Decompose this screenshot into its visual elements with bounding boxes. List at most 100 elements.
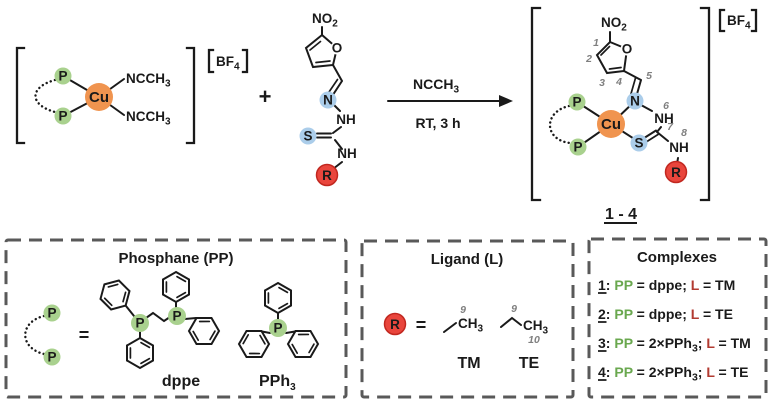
copper-atom-circle bbox=[85, 83, 113, 111]
phenyl-ring bbox=[126, 337, 154, 369]
phosphorus-atom-circle bbox=[131, 314, 149, 332]
phosphorus-atom-circle bbox=[43, 348, 61, 366]
pph3-structure: P PPh3 bbox=[234, 282, 323, 393]
amide-nh-label: NH bbox=[337, 146, 357, 161]
nitro-label: NO2 bbox=[312, 11, 338, 30]
arrow-conditions-label: RT, 3 h bbox=[415, 115, 460, 131]
imine-double-bond bbox=[328, 78, 339, 93]
dppe-label: dppe bbox=[162, 373, 200, 390]
reactant-complex: BF4 Cu P P NCCH3 NCCH3 bbox=[15, 46, 249, 145]
complexes-box-border bbox=[587, 237, 768, 399]
phosphorus-label: P bbox=[573, 140, 582, 155]
furan-double-bonds bbox=[309, 40, 331, 64]
product-complex: BF4 NO2 O Cu P P N NH S NH R 1 2 3 4 5 6… bbox=[530, 6, 758, 224]
atom-number-7: 7 bbox=[667, 121, 674, 133]
reaction-arrow: NCCH3 RT, 3 h bbox=[387, 76, 513, 131]
tm-bond bbox=[443, 322, 457, 333]
phenyl-ring bbox=[234, 323, 274, 365]
copper-atom-circle bbox=[597, 110, 625, 138]
phosphorus-label: P bbox=[58, 109, 67, 124]
tm-carbon-number: 9 bbox=[460, 304, 466, 316]
phosphorus-atom-circle bbox=[54, 67, 72, 85]
phosphorus-label: P bbox=[58, 69, 67, 84]
oxygen-backing bbox=[330, 41, 344, 55]
phosphorus-label: P bbox=[172, 309, 181, 324]
complex-entry-1: 1: PP = dppe; L = TM bbox=[598, 277, 735, 293]
product-bonds bbox=[576, 31, 679, 165]
atom-number-4: 4 bbox=[615, 76, 622, 88]
te-carbon-number-bottom: 10 bbox=[528, 334, 540, 346]
ligand-box: Ligand (L) R = CH3 9 TM CH3 9 10 TE bbox=[360, 239, 575, 399]
arrow-reagent-label: NCCH3 bbox=[413, 76, 459, 96]
te-ethyl-group: CH3 9 10 TE bbox=[500, 303, 549, 372]
copper-label: Cu bbox=[89, 89, 109, 106]
equals-sign: = bbox=[79, 325, 90, 345]
acetonitrile-label: NCCH3 bbox=[126, 71, 171, 90]
tm-label: TM bbox=[457, 355, 480, 372]
arrow-head bbox=[499, 95, 513, 107]
te-carbon-number-top: 9 bbox=[511, 303, 517, 315]
phosphorus-label: P bbox=[273, 321, 282, 336]
phosphorus-atom-circle bbox=[54, 107, 72, 125]
r-group-label: R bbox=[390, 317, 400, 332]
reactant-brackets bbox=[15, 46, 196, 145]
amide-nh-label: NH bbox=[669, 140, 689, 155]
te-methyl-label: CH3 bbox=[523, 318, 549, 337]
atom-number-6: 6 bbox=[663, 100, 669, 112]
product-double-bonds bbox=[600, 45, 659, 145]
complex-number-underlines bbox=[598, 292, 607, 381]
product-brackets bbox=[530, 6, 711, 202]
product-counterion-label: BF4 bbox=[727, 13, 751, 32]
reactant-counterion-brackets bbox=[207, 48, 249, 74]
complexes-box-title: Complexes bbox=[637, 249, 717, 266]
pph3-label: PPh3 bbox=[259, 373, 296, 393]
oxygen-backing bbox=[620, 42, 634, 56]
nitrogen-atom-circle bbox=[626, 92, 644, 110]
phosphorus-atom-circle bbox=[568, 93, 586, 111]
product-chelate-arc bbox=[548, 104, 572, 145]
equals-sign: = bbox=[416, 315, 427, 335]
phenyl-ring bbox=[264, 282, 292, 314]
phosphorus-label: P bbox=[572, 95, 581, 110]
phosphane-box-border bbox=[4, 238, 348, 399]
reactant-counterion-label: BF4 bbox=[216, 54, 240, 73]
phenyl-ring bbox=[283, 323, 323, 365]
sulfur-atom-circle bbox=[299, 127, 317, 145]
pph3-bonds bbox=[261, 312, 296, 334]
r-group-circle bbox=[315, 163, 339, 187]
te-label: TE bbox=[519, 355, 540, 372]
phosphorus-label: P bbox=[47, 306, 56, 321]
ligand-box-title: Ligand (L) bbox=[431, 251, 503, 268]
complex-entry-3: 3: PP = 2×PPh3; L = TM bbox=[598, 335, 751, 355]
copper-label: Cu bbox=[601, 116, 621, 133]
phosphorus-atom-circle bbox=[269, 319, 287, 337]
r-group-circle bbox=[383, 312, 407, 336]
nitrogen-atom-circle bbox=[319, 91, 337, 109]
sulfur-label: S bbox=[303, 129, 312, 144]
thiosemicarbazone-ligand: NO2 O N NH S NH R bbox=[299, 11, 357, 187]
sulfur-label: S bbox=[634, 136, 643, 151]
pp-symbol-arc bbox=[24, 314, 46, 356]
reactant-bonds bbox=[62, 75, 125, 117]
atom-number-3: 3 bbox=[599, 77, 605, 89]
ligand-box-border bbox=[360, 239, 575, 399]
product-range-label: 1 - 4 bbox=[605, 206, 637, 223]
r-group-label: R bbox=[322, 168, 332, 183]
imine-nitrogen-label: N bbox=[323, 93, 333, 108]
complexes-box: Complexes 1: PP = dppe; L = TM 2: PP = d… bbox=[587, 237, 768, 399]
nitro-label: NO2 bbox=[601, 15, 627, 34]
imine-nitrogen-label: N bbox=[630, 94, 640, 109]
phosphorus-atom-circle bbox=[43, 304, 61, 322]
phosphorus-atom-circle bbox=[569, 138, 587, 156]
atom-number-1: 1 bbox=[593, 37, 599, 49]
atom-number-2: 2 bbox=[585, 53, 592, 65]
te-bonds bbox=[500, 316, 522, 328]
phosphane-box: Phosphane (PP) P P = P P dppe P bbox=[4, 238, 348, 399]
complex-entry-2: 2: PP = dppe; L = TE bbox=[598, 306, 733, 322]
r-group-label: R bbox=[671, 165, 681, 180]
phosphane-box-title: Phosphane (PP) bbox=[118, 250, 233, 267]
dppe-bonds bbox=[125, 301, 197, 339]
plus-sign: + bbox=[259, 84, 272, 109]
